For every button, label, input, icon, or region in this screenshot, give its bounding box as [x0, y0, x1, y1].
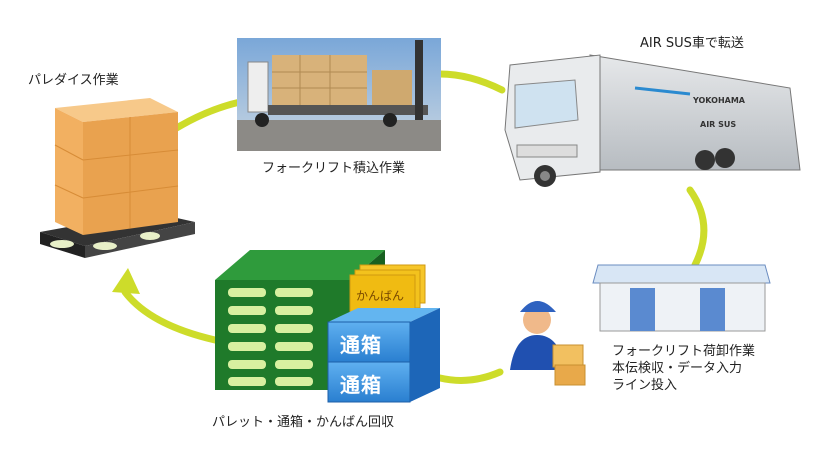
- warehouse-illustration: [592, 264, 771, 332]
- label-forklift-loading: フォークリフト積込作業: [262, 161, 406, 176]
- air-sus-truck: YOKOHAMA AIR SUS: [504, 54, 801, 187]
- kanban-card-text: かんばん: [356, 289, 405, 303]
- forklift-loading-photo: [237, 38, 441, 151]
- returnable-boxes: [327, 308, 440, 403]
- label-unloading-line-1: フォークリフト荷卸作業: [612, 344, 756, 359]
- flow-arrow-head: [112, 268, 140, 294]
- truck-brand-logo: YOKOHAMA: [692, 96, 746, 105]
- flow-path: [121, 70, 708, 384]
- box-upper-text: 通箱: [340, 333, 382, 357]
- label-paradise-work: パレダイス作業: [28, 73, 119, 88]
- kanban-cards: [349, 264, 426, 314]
- worker-illustration: [510, 301, 586, 386]
- box-lower-text: 通箱: [340, 373, 382, 397]
- truck-model-logo: AIR SUS: [700, 120, 736, 129]
- label-unloading: フォークリフト荷卸作業 本伝検収・データ入力 ライン投入: [612, 343, 755, 394]
- pallet-boxes-illustration: [40, 98, 195, 258]
- label-air-sus-transfer: AIR SUS車で転送: [640, 36, 744, 51]
- label-unloading-line-2: 本伝検収・データ入力: [612, 361, 743, 376]
- label-unloading-line-3: ライン投入: [612, 378, 678, 393]
- label-collection: パレット・通箱・かんばん回収: [212, 415, 395, 430]
